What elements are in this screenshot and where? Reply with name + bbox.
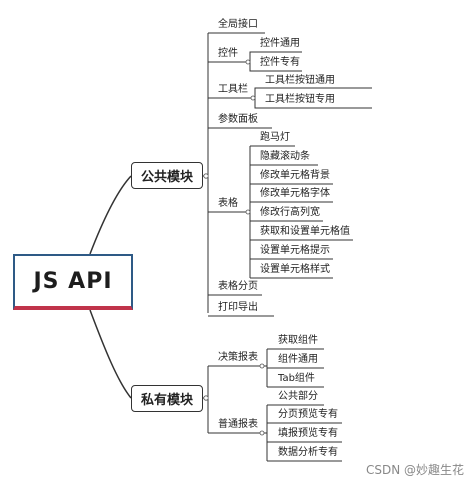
node-row-col-size[interactable]: 修改行高列宽 xyxy=(260,207,320,218)
node-cell-tooltip[interactable]: 设置单元格提示 xyxy=(260,245,330,256)
node-toolbar[interactable]: 工具栏 xyxy=(218,84,248,95)
node-page-preview[interactable]: 分页预览专有 xyxy=(278,409,338,420)
node-common-part[interactable]: 公共部分 xyxy=(278,391,318,402)
node-toolbar-button-specific[interactable]: 工具栏按钮专用 xyxy=(265,94,335,105)
branch-node-public[interactable]: 公共模块 xyxy=(131,162,203,189)
node-parameter-panel[interactable]: 参数面板 xyxy=(218,114,258,125)
node-fill-preview[interactable]: 填报预览专有 xyxy=(278,428,338,439)
branch-node-label: 公共模块 xyxy=(140,170,193,185)
node-get-widget[interactable]: 获取组件 xyxy=(278,335,318,346)
node-normal-report[interactable]: 普通报表 xyxy=(218,419,258,430)
node-controls[interactable]: 控件 xyxy=(218,48,238,59)
node-controls-specific[interactable]: 控件专有 xyxy=(260,57,300,68)
node-table-pagination[interactable]: 表格分页 xyxy=(218,281,258,292)
node-decision-report[interactable]: 决策报表 xyxy=(218,352,258,363)
node-controls-common[interactable]: 控件通用 xyxy=(260,38,300,49)
branch-node-label: 私有模块 xyxy=(140,393,193,408)
root-node[interactable]: JS API xyxy=(13,254,133,310)
root-node-label: JS API xyxy=(33,268,113,294)
node-print-export[interactable]: 打印导出 xyxy=(218,302,258,313)
node-cell-style[interactable]: 设置单元格样式 xyxy=(260,264,330,275)
node-marquee[interactable]: 跑马灯 xyxy=(260,132,290,143)
node-table[interactable]: 表格 xyxy=(218,198,238,209)
node-cell-value[interactable]: 获取和设置单元格值 xyxy=(260,226,350,237)
node-global-api[interactable]: 全局接口 xyxy=(218,19,258,30)
node-toolbar-button-common[interactable]: 工具栏按钮通用 xyxy=(265,75,335,86)
node-data-analysis[interactable]: 数据分析专有 xyxy=(278,447,338,458)
node-cell-font[interactable]: 修改单元格字体 xyxy=(260,188,330,199)
node-tab-widget[interactable]: Tab组件 xyxy=(278,373,315,384)
node-cell-background[interactable]: 修改单元格背景 xyxy=(260,170,330,181)
node-hide-scrollbar[interactable]: 隐藏滚动条 xyxy=(260,151,310,162)
node-widget-common[interactable]: 组件通用 xyxy=(278,354,318,365)
watermark-text: CSDN @妙趣生花 xyxy=(365,463,464,477)
branch-node-private[interactable]: 私有模块 xyxy=(131,385,203,412)
